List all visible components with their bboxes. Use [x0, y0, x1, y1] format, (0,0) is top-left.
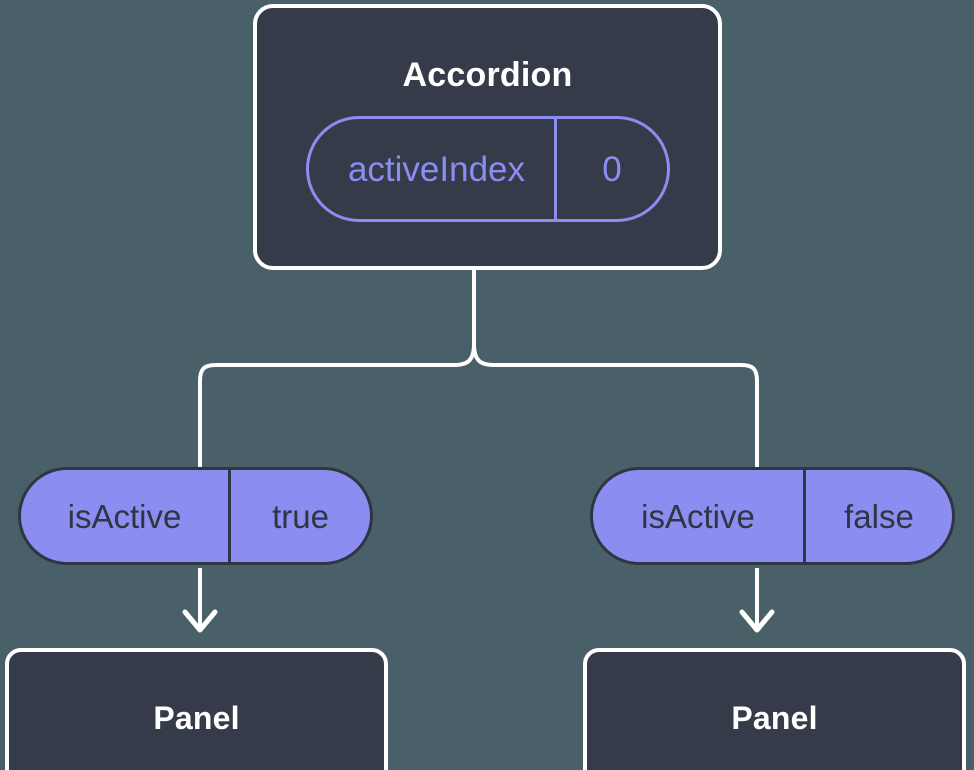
prop-badge-value: false	[844, 497, 914, 535]
panel-node-left[interactable]: Panel	[5, 648, 388, 770]
connector-fork-right	[472, 342, 759, 469]
panel-node-right[interactable]: Panel	[583, 648, 966, 770]
connector-fork-left	[198, 342, 476, 469]
connector-left-arrow	[182, 568, 218, 633]
prop-badge-isactive-true[interactable]: isActive true	[18, 467, 373, 565]
state-badge-value: 0	[602, 149, 622, 189]
accordion-title: Accordion	[402, 56, 573, 94]
state-badge-activeindex[interactable]: activeIndex 0	[306, 116, 670, 222]
prop-badge-key: isActive	[593, 470, 806, 562]
prop-badge-isactive-false[interactable]: isActive false	[590, 467, 955, 565]
prop-badge-value: true	[272, 497, 329, 535]
connector-right-arrow	[739, 568, 775, 633]
panel-title: Panel	[731, 700, 818, 736]
panel-title: Panel	[153, 700, 240, 736]
prop-badge-key: isActive	[21, 470, 231, 562]
state-badge-key: activeIndex	[309, 119, 557, 219]
